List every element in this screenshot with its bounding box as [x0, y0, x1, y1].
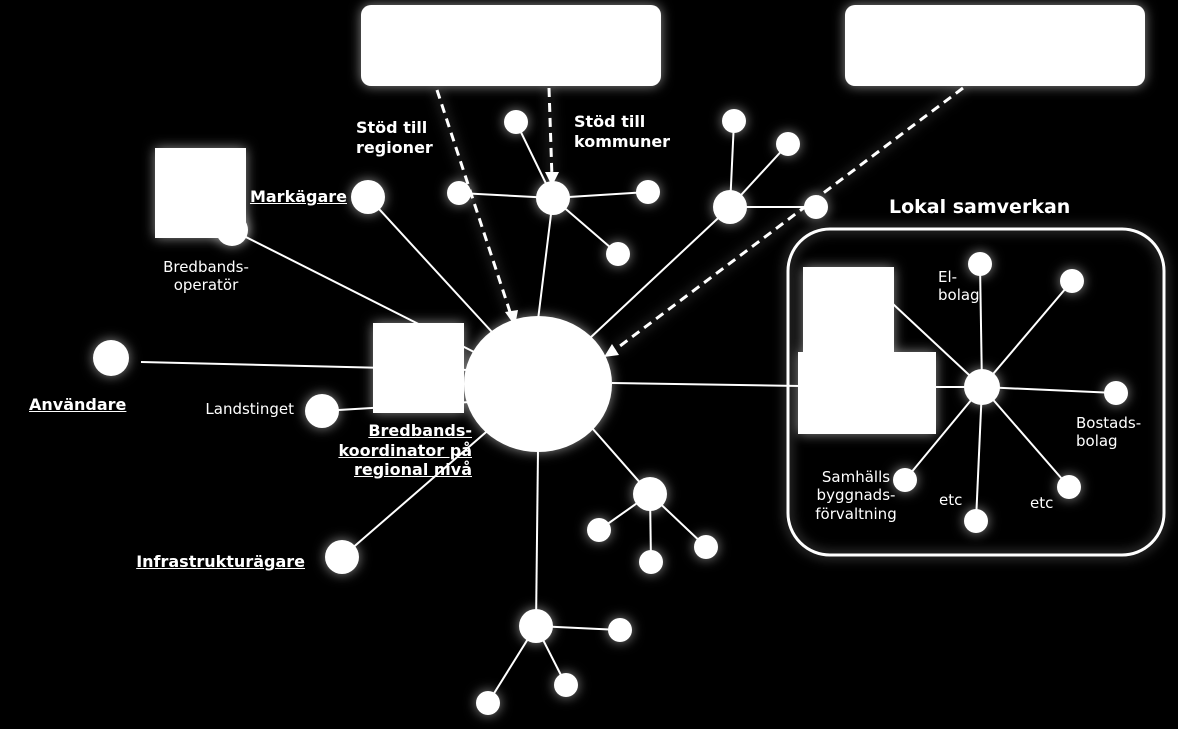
line-hub-kommun-cluster — [537, 197, 554, 321]
node-infrastrukturagare — [325, 540, 359, 574]
dashed-arrows — [435, 86, 964, 354]
square-coordinator — [373, 323, 464, 413]
node-etc-1 — [964, 509, 988, 533]
label-bostadsbolag: Bostads- bolag — [1076, 414, 1142, 451]
square-lokal-upper — [803, 267, 894, 357]
node-lokal-ne — [1060, 269, 1084, 293]
node-kommun-2 — [447, 181, 471, 205]
node-b-2 — [554, 673, 578, 697]
line-lokal-etc1 — [975, 386, 983, 522]
node-br-3 — [694, 535, 718, 559]
node-br-center — [633, 477, 667, 511]
label-etc-1: etc — [939, 491, 963, 509]
node-b-1 — [608, 618, 632, 642]
line-lokal-ne — [981, 280, 1073, 388]
label-markagare: Markägare — [249, 187, 347, 206]
node-tr-2 — [776, 132, 800, 156]
node-tr-3 — [804, 195, 828, 219]
line-lokal-el — [979, 263, 983, 388]
hub-node — [464, 316, 612, 452]
nodes — [93, 109, 1128, 715]
line-lokal-bostad — [981, 386, 1117, 394]
label-stod-kommuner: Stöd till kommuner — [574, 112, 671, 151]
line-hub-top-right-cluster — [589, 206, 731, 339]
label-anvandare: Användare — [29, 395, 127, 414]
label-samhallsbyggnad: Samhälls byggnads- förvaltning — [815, 468, 897, 523]
node-tr-center — [713, 190, 747, 224]
arrowhead-kommuner — [545, 172, 559, 186]
label-etc-2: etc — [1030, 494, 1054, 512]
node-anvandare — [93, 340, 129, 376]
node-bostadsbolag — [1104, 381, 1128, 405]
line-lokal-square — [892, 303, 983, 388]
node-samhallsbyggnad — [893, 468, 917, 492]
label-bredbandsoperator: Bredbands- operatör — [163, 258, 249, 295]
node-lokal-center — [964, 369, 1000, 405]
label-lokal-samverkan: Lokal samverkan — [889, 196, 1071, 218]
node-b-center — [519, 609, 553, 643]
arrow-stod-regioner — [435, 89, 514, 319]
line-lokal-etc2 — [981, 386, 1070, 488]
node-kommun-1 — [504, 110, 528, 134]
node-etc-2 — [1057, 475, 1081, 499]
line-hub-lokal — [611, 382, 801, 387]
line-hub-infrastrukturagare — [341, 419, 501, 558]
arrowhead-right — [604, 344, 619, 357]
lokal-samverkan-frame — [786, 227, 1166, 557]
top-box-left — [361, 5, 661, 86]
node-kommun-4 — [606, 242, 630, 266]
arrow-right-box — [611, 86, 964, 354]
node-tr-1 — [722, 109, 746, 133]
label-koordinator: Bredbands- koordinator på regional nivå — [338, 421, 472, 480]
node-el-bolag — [968, 252, 992, 276]
node-br-1 — [587, 518, 611, 542]
rect-lokal-lower — [798, 352, 936, 434]
node-kommun-3 — [636, 180, 660, 204]
arrow-stod-kommuner — [547, 87, 554, 179]
node-b-3 — [476, 691, 500, 715]
label-landstinget: Landstinget — [205, 400, 294, 418]
label-infrastrukturagare: Infrastrukturägare — [136, 552, 305, 571]
line-hub-bottom-cluster — [535, 449, 539, 627]
boxes — [155, 5, 1145, 434]
node-br-2 — [639, 550, 663, 574]
node-markagare — [351, 180, 385, 214]
node-bredbandsoperator — [216, 214, 248, 246]
top-box-right — [845, 5, 1145, 86]
node-kommun-center — [536, 181, 570, 215]
label-stod-regioner: Stöd till regioner — [356, 118, 433, 157]
arrow-heads — [505, 172, 619, 357]
node-landstinget — [305, 394, 339, 428]
line-lokal-samhall — [904, 386, 983, 481]
label-el-bolag: El- bolag — [938, 268, 980, 305]
